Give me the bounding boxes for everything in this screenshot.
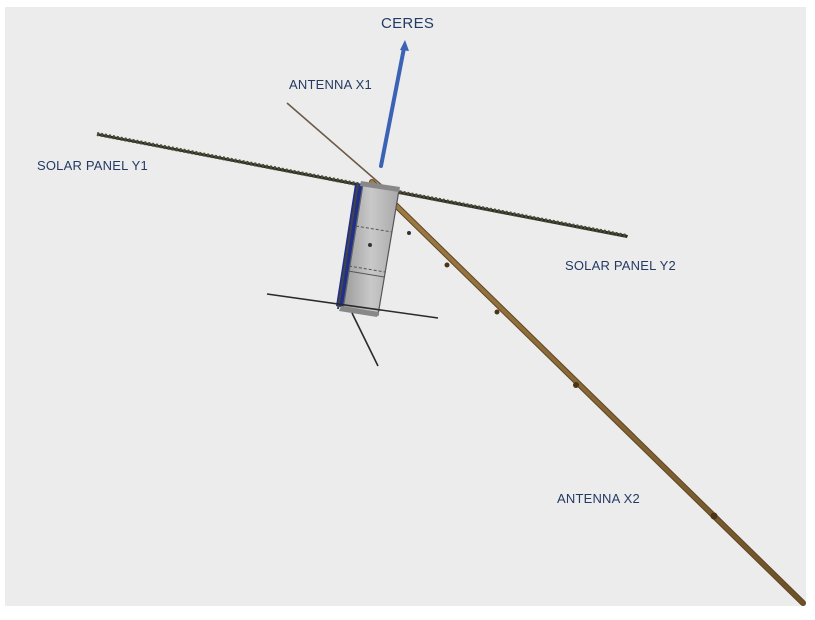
antenna-joint [710, 512, 718, 520]
ceres-direction-arrow [379, 40, 409, 168]
label-solar-panel-y1: SOLAR PANEL Y1 [37, 158, 148, 173]
label-antenna-x2: ANTENNA X2 [557, 491, 640, 506]
lower-booms [266, 293, 439, 367]
label-ceres: CERES [381, 15, 435, 32]
antenna-x1 [286, 102, 386, 189]
diagram-canvas [5, 7, 806, 606]
antenna-x2 [369, 179, 806, 606]
label-solar-panel-y2: SOLAR PANEL Y2 [565, 258, 676, 273]
antenna-joint [494, 309, 500, 315]
spacecraft-bus [336, 181, 411, 317]
label-antenna-x1: ANTENNA X1 [289, 77, 372, 92]
antenna-joint [573, 382, 579, 388]
antenna-joint [444, 262, 450, 268]
